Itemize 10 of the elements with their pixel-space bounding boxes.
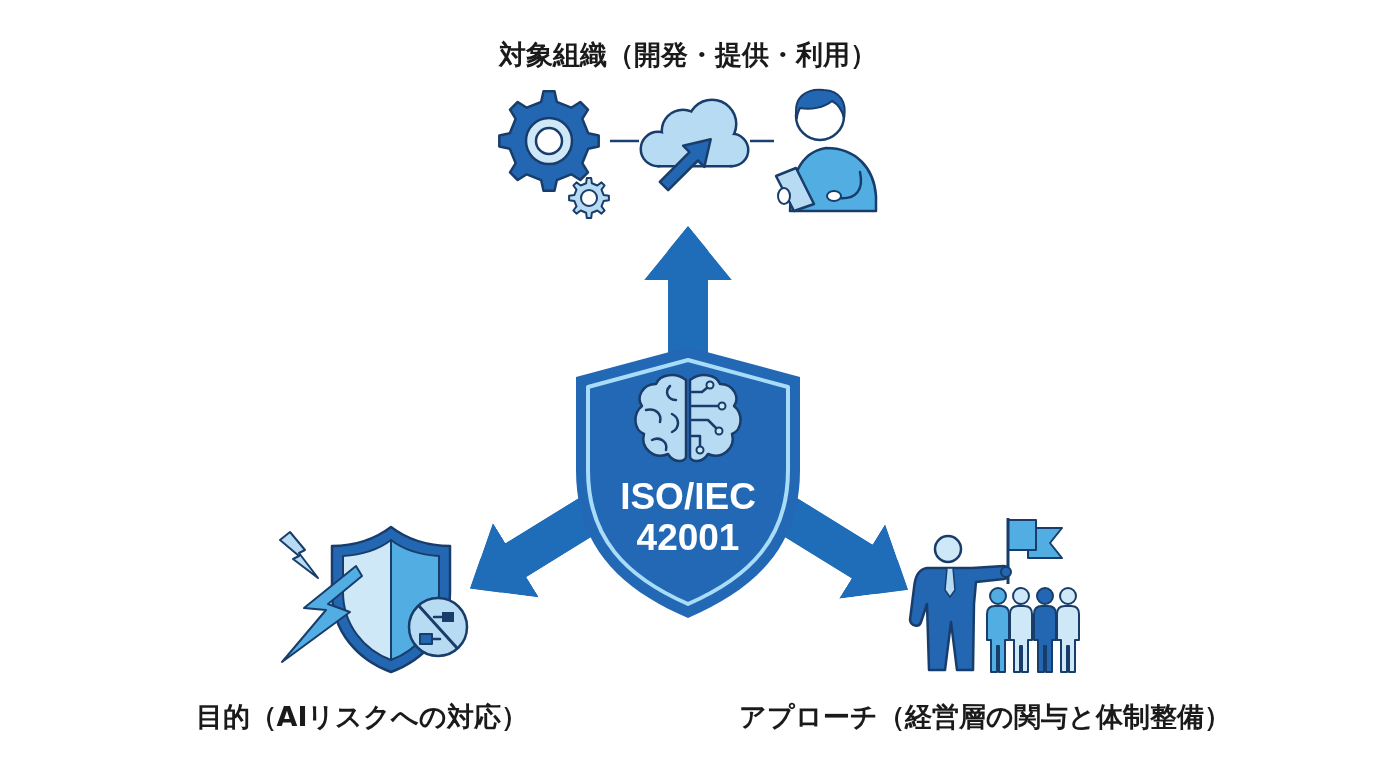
gears-icon bbox=[497, 89, 610, 219]
shield-title: ISO/IEC 42001 bbox=[620, 476, 756, 558]
group-heading: 対象組織（開発・提供・利用） bbox=[499, 38, 877, 72]
cloud-upload-icon bbox=[639, 98, 750, 192]
connector-line bbox=[750, 139, 774, 143]
icon-caption: アプローチ（経営層の関与と体制整備） bbox=[739, 700, 1231, 734]
connector-line bbox=[610, 139, 639, 143]
icon-caption: 目的（AIリスクへの対応） bbox=[195, 700, 529, 734]
shield-panel bbox=[576, 347, 800, 618]
person-with-tablet-icon bbox=[774, 86, 878, 213]
